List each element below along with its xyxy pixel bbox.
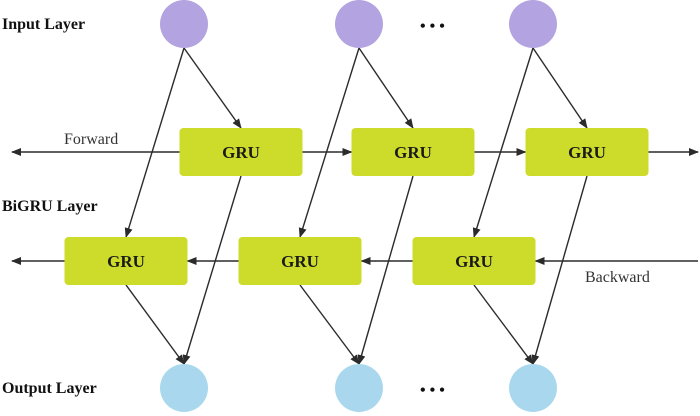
input-node	[335, 0, 383, 48]
input-to-backward-arrow	[124, 47, 185, 238]
backward-to-output-arrow	[473, 284, 534, 365]
gru-box	[525, 128, 649, 176]
forward-to-output-arrow	[531, 175, 588, 365]
backward-to-output-arrow	[125, 284, 185, 365]
backward-gru-cell: GRU	[412, 237, 536, 285]
forward-gru-cell: GRU	[351, 128, 475, 176]
input-ellipsis: • • •	[420, 18, 445, 35]
gru-label: GRU	[107, 252, 145, 271]
input-to-forward-arrow	[532, 47, 588, 129]
gru-box	[64, 237, 188, 285]
gru-box	[351, 128, 475, 176]
forward-to-output-arrow	[182, 175, 242, 365]
output-node	[335, 364, 383, 412]
forward-label: Forward	[64, 131, 118, 148]
bigru-layer-label: BiGRU Layer	[2, 198, 98, 215]
gru-box	[179, 128, 303, 176]
output-node	[160, 364, 208, 412]
gru-label: GRU	[394, 143, 432, 162]
backward-gru-cell: GRU	[238, 237, 362, 285]
output-node	[509, 364, 557, 412]
forward-to-output-arrow	[357, 175, 414, 365]
output-ellipsis: • • •	[420, 382, 445, 399]
gru-box	[238, 237, 362, 285]
gru-box	[412, 237, 536, 285]
input-to-backward-arrow	[472, 47, 534, 238]
input-to-backward-arrow	[298, 47, 360, 238]
gru-label: GRU	[222, 143, 260, 162]
input-to-forward-arrow	[183, 47, 242, 129]
output-layer-label: Output Layer	[2, 380, 97, 397]
nodes: GRU GRU GRU GRU GRU GRU	[64, 0, 649, 412]
input-layer-label: Input Layer	[2, 16, 85, 33]
forward-gru-cell: GRU	[179, 128, 303, 176]
gru-label: GRU	[455, 252, 493, 271]
input-node	[509, 0, 557, 48]
forward-gru-cell: GRU	[525, 128, 649, 176]
gru-label: GRU	[281, 252, 319, 271]
connections	[11, 47, 699, 365]
backward-gru-cell: GRU	[64, 237, 188, 285]
backward-label: Backward	[585, 269, 650, 286]
backward-to-output-arrow	[299, 284, 360, 365]
input-node	[160, 0, 208, 48]
input-to-forward-arrow	[358, 47, 414, 129]
gru-label: GRU	[568, 143, 606, 162]
